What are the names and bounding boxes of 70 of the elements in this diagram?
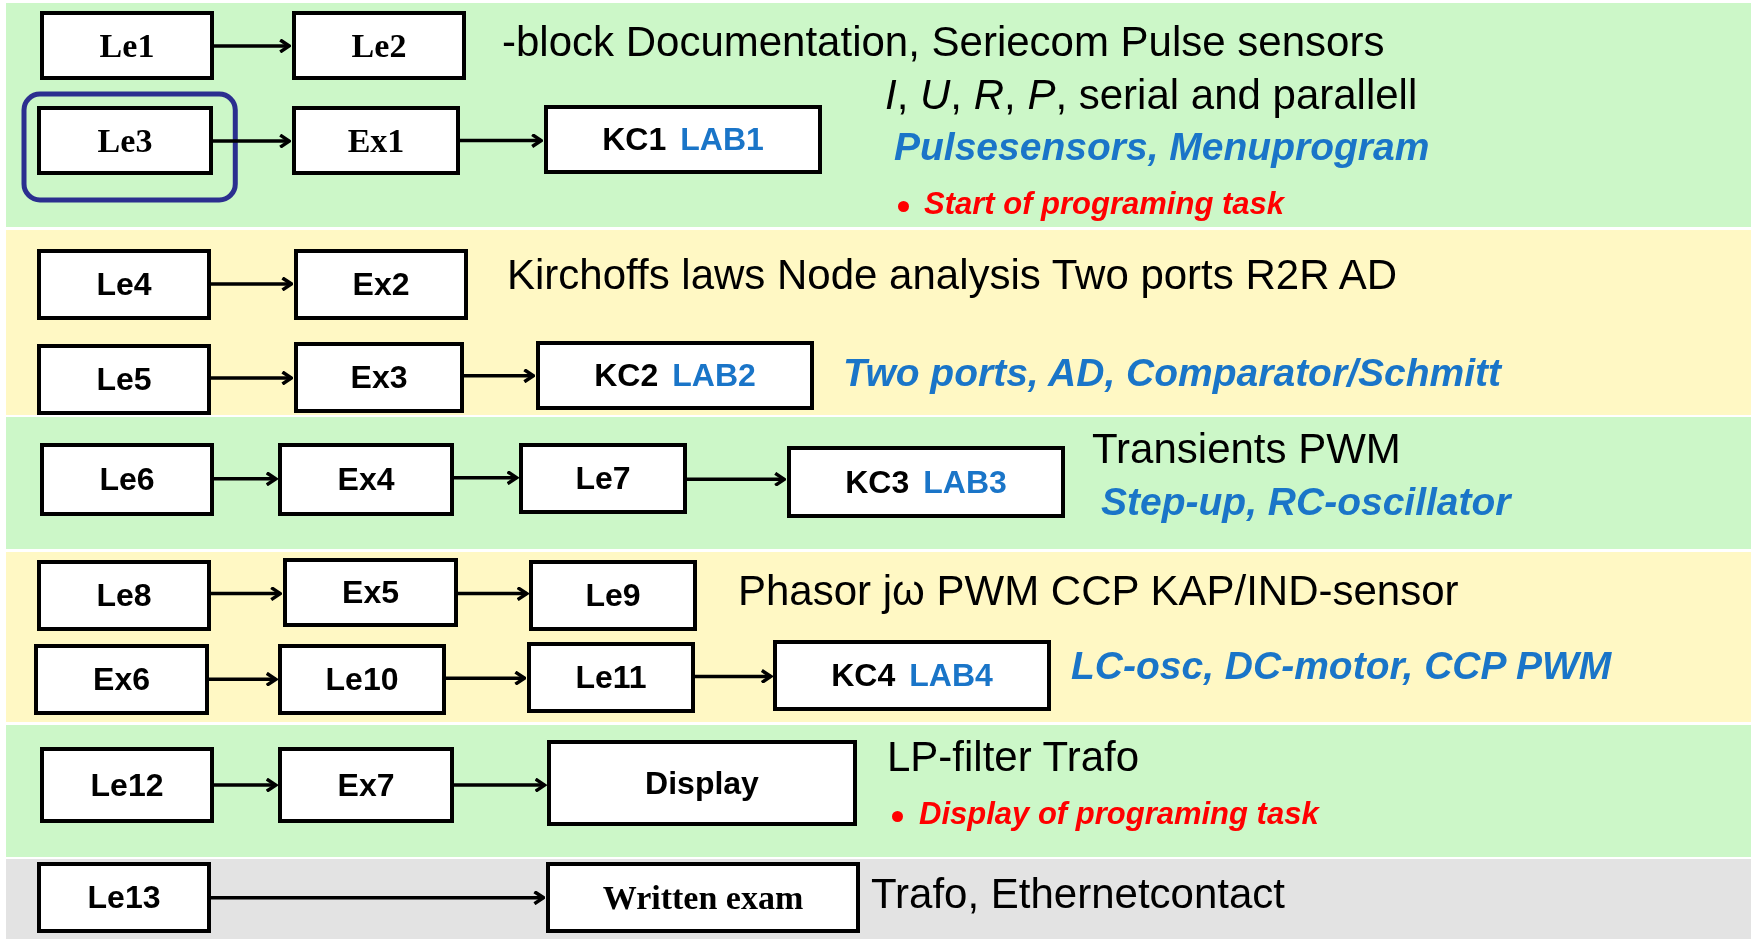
arrow <box>453 777 547 793</box>
lab-label: LAB3 <box>923 463 1007 501</box>
arrow <box>463 368 536 384</box>
activity-box: Le12 <box>40 747 214 823</box>
arrow <box>210 370 294 386</box>
activity-box: Le2 <box>292 11 466 80</box>
arrow <box>694 668 773 685</box>
course-code: KC2 <box>594 357 659 394</box>
section-band <box>6 552 1751 722</box>
activity-box: Ex7 <box>278 747 454 823</box>
activity-box: Le5 <box>37 344 211 415</box>
course-code: KC1 <box>602 121 667 158</box>
activity-box: Ex2 <box>294 249 468 320</box>
activity-box: Le3 <box>37 106 213 175</box>
topic-text: Transients PWM <box>1092 425 1401 473</box>
section-band <box>6 725 1751 857</box>
arrow <box>210 585 282 602</box>
lab-topics-text: Pulsesensors, Menuprogram <box>894 125 1430 169</box>
lab-box <box>773 640 1051 711</box>
arrow <box>210 889 546 906</box>
activity-box: Ex4 <box>278 443 454 516</box>
topic-text: LP-filter Trafo <box>887 733 1140 781</box>
arrow <box>210 276 294 292</box>
topic-text: Trafo, Ethernetcontact <box>871 870 1285 918</box>
section-band <box>6 230 1751 415</box>
activity-box: Ex5 <box>283 558 458 627</box>
arrow <box>212 38 291 54</box>
activity-box: Ex1 <box>292 106 460 175</box>
arrow <box>686 471 786 488</box>
topic-text: Kirchoffs laws Node analysis Two ports R2R AD <box>507 251 1398 299</box>
section-band <box>6 859 1751 939</box>
activity-box: Ex3 <box>294 342 464 413</box>
lab-label: LAB4 <box>909 657 993 694</box>
arrow <box>208 671 278 688</box>
arrow <box>212 777 278 793</box>
lab-topics-text: LC-osc, DC-motor, CCP PWM <box>1071 644 1612 688</box>
section-band <box>6 3 1751 227</box>
arrow <box>456 585 529 602</box>
arrow <box>212 133 291 149</box>
lab-box <box>544 105 822 174</box>
lab-label: LAB2 <box>672 357 756 394</box>
lab-box <box>536 341 814 410</box>
arrow <box>212 471 278 487</box>
topic-text: I, U, R, P, serial and parallell <box>885 71 1418 119</box>
activity-box: Le11 <box>527 642 695 713</box>
lab-topics-text: Two ports, AD, Comparator/Schmitt <box>843 351 1501 395</box>
activity-box: Written exam <box>546 862 860 933</box>
course-code: KC3 <box>845 463 910 501</box>
task-note: Display of programing task <box>919 796 1319 832</box>
topic-text: -block Documentation, Seriecom Pulse sensors <box>502 18 1385 66</box>
section-band <box>6 417 1751 549</box>
lab-label: LAB1 <box>680 121 764 158</box>
topic-text: Phasor jω PWM CCP KAP/IND-sensor <box>738 567 1459 615</box>
activity-box: Le7 <box>519 443 687 514</box>
activity-box: Le1 <box>40 11 214 80</box>
activity-box: Le6 <box>40 443 214 516</box>
activity-box: Le4 <box>37 249 211 320</box>
arrow <box>445 670 527 686</box>
lab-box <box>787 446 1065 518</box>
activity-box: Display <box>547 740 857 826</box>
activity-box: Le13 <box>37 862 211 933</box>
course-code: KC4 <box>831 657 896 694</box>
arrow <box>453 469 519 486</box>
activity-box: Ex6 <box>34 644 209 715</box>
lab-topics-text: Step-up, RC-oscillator <box>1101 480 1511 524</box>
activity-box: Le8 <box>37 560 211 631</box>
arrow <box>459 132 543 149</box>
activity-box: Le9 <box>529 560 697 631</box>
activity-box: Le10 <box>278 644 446 715</box>
task-note: Start of programing task <box>924 186 1284 222</box>
